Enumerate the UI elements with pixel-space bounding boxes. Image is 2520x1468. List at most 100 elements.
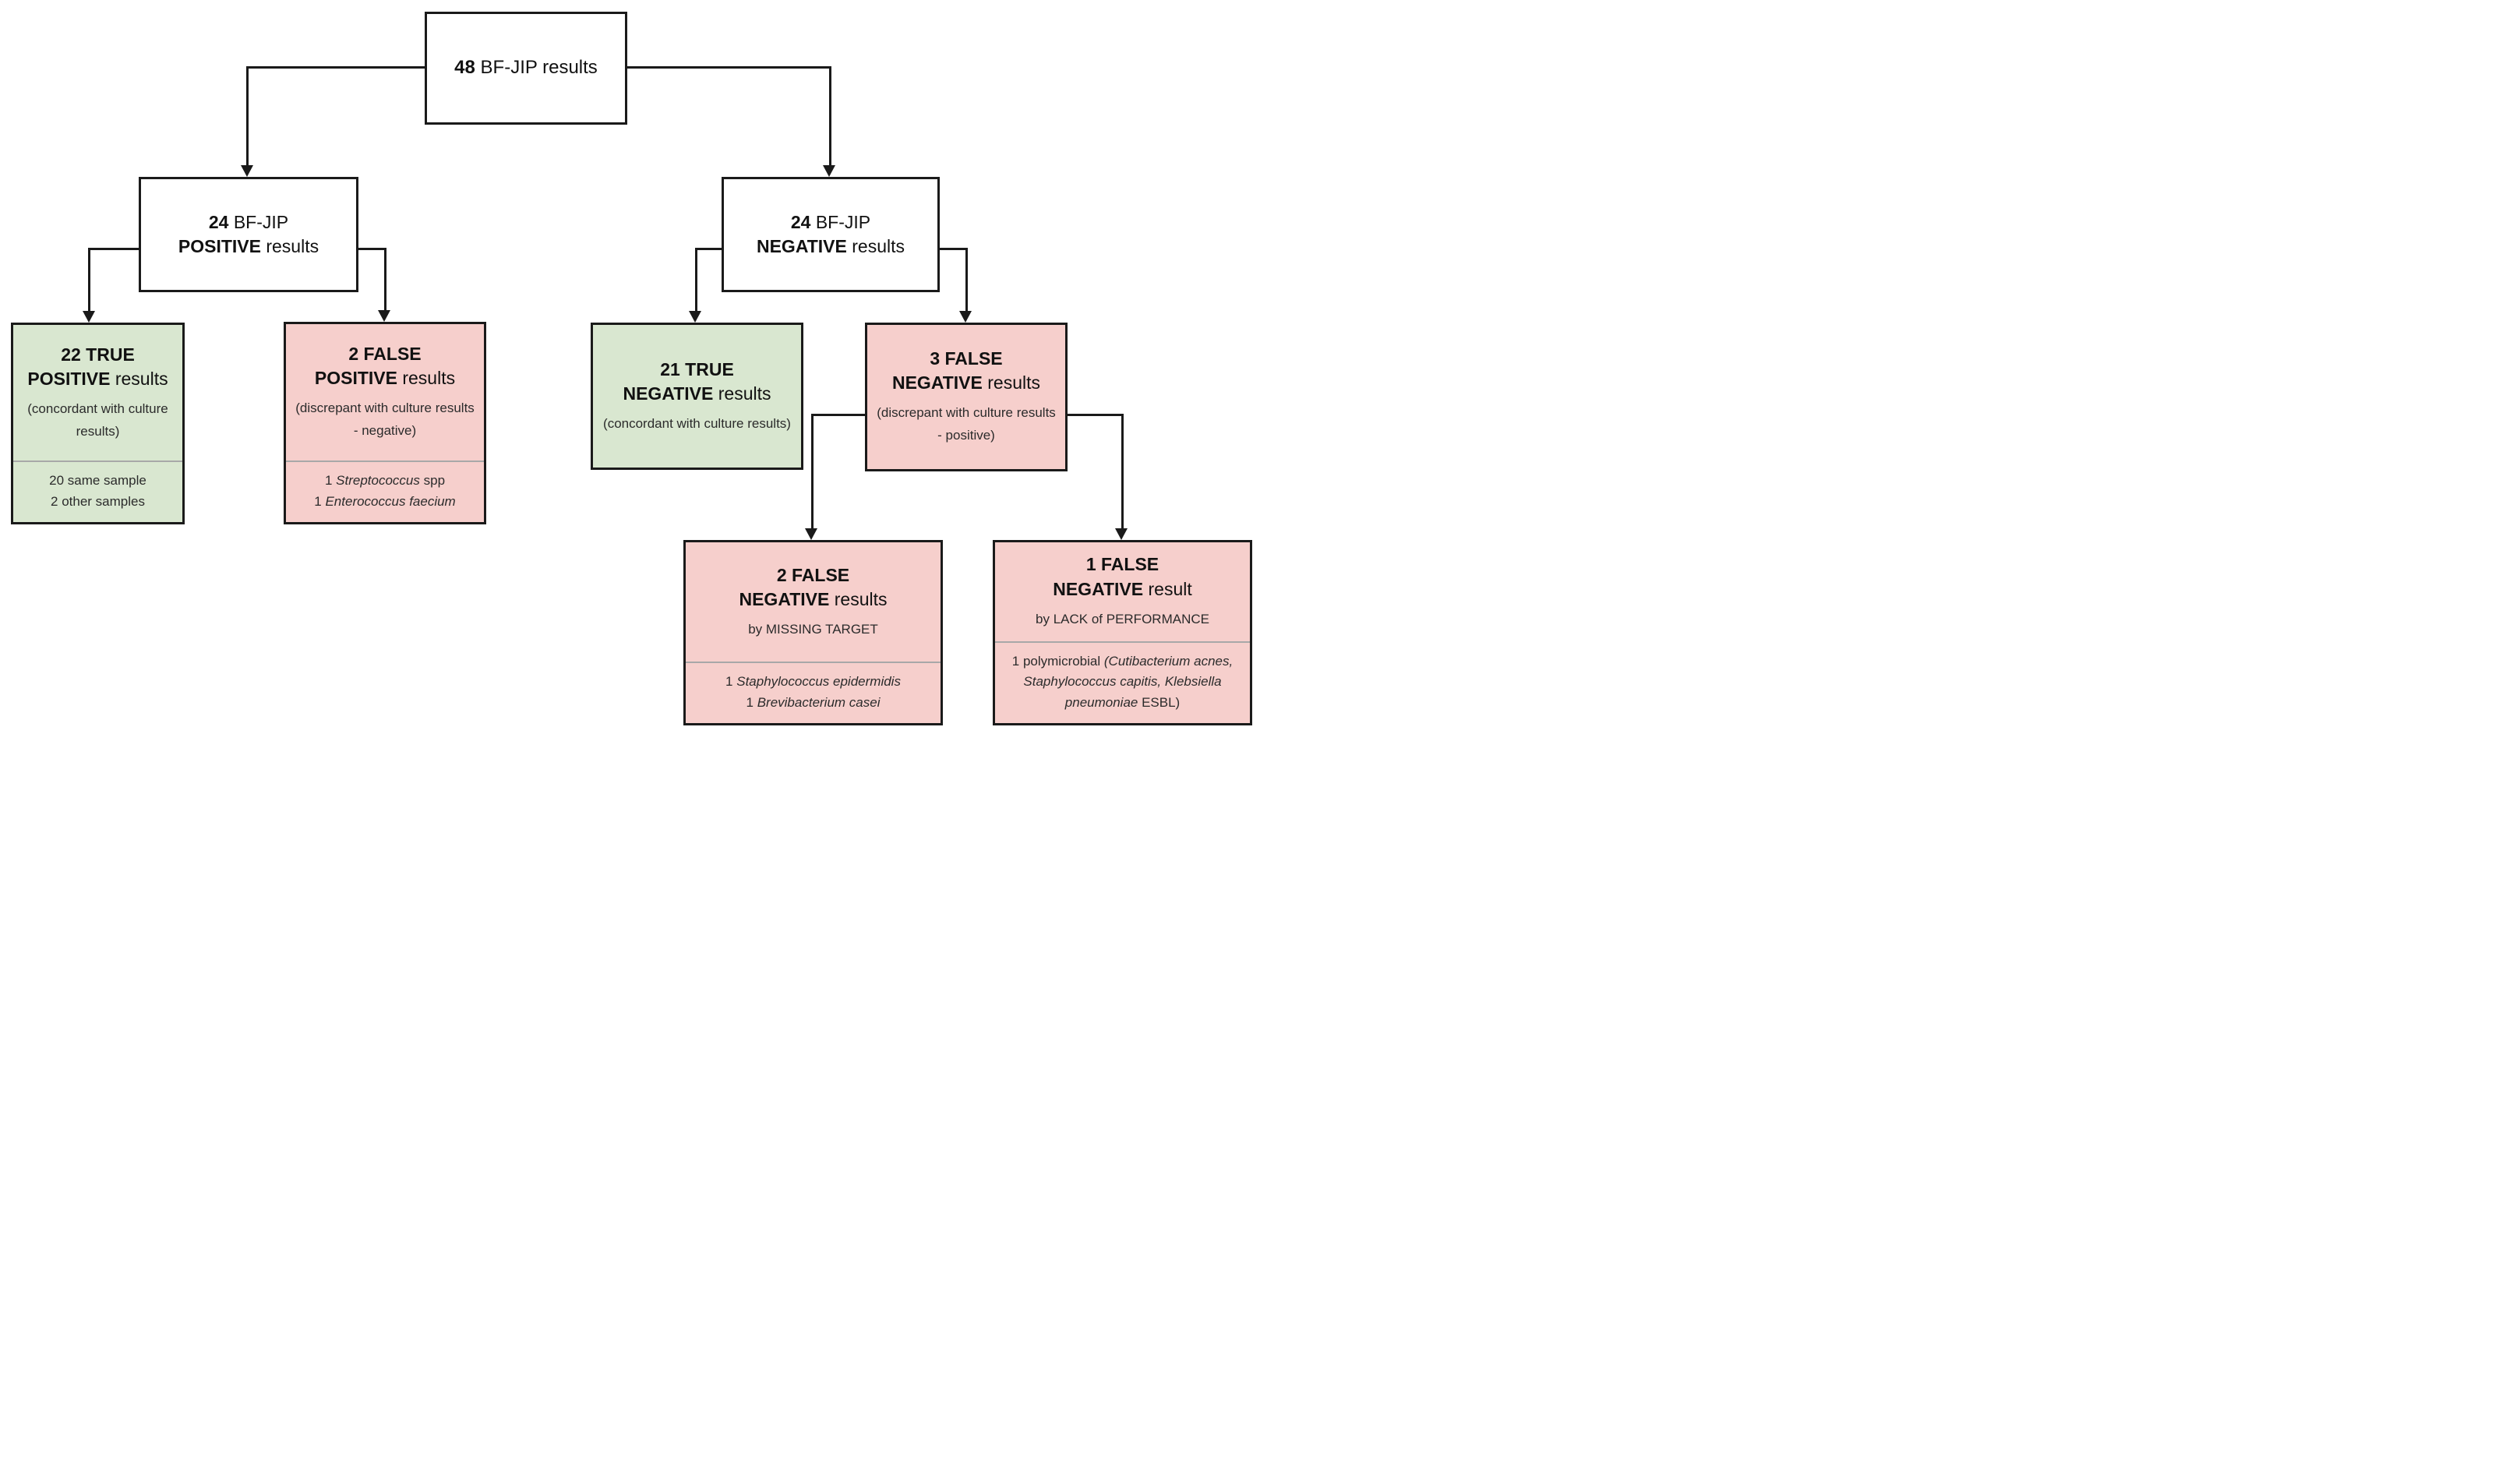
node-positive-label2: results xyxy=(260,236,319,256)
node-tp-subtitle: (concordant with culture results) xyxy=(27,401,168,439)
connector-fn-missing-h xyxy=(811,414,865,416)
list-item: 1 Enterococcus faecium xyxy=(314,493,456,509)
node-fn-lp-detail-list: 1 polymicrobial (Cutibacterium acnes, St… xyxy=(995,640,1250,723)
connector-positive-tp-h xyxy=(88,248,139,250)
node-fn-count: 3 FALSE xyxy=(930,348,1003,369)
connector-root-positive-v xyxy=(246,66,249,166)
node-fn-mt-subtitle: by MISSING TARGET xyxy=(748,621,878,637)
species-name: Streptococcus xyxy=(336,473,420,489)
list-item: 2 other samples xyxy=(51,493,145,509)
node-fn-lp-content: 1 FALSE NEGATIVE result by LACK of PERFO… xyxy=(995,542,1250,641)
node-fn-mt-content: 2 FALSE NEGATIVE results by MISSING TARG… xyxy=(686,542,941,662)
bfjip-results-flowchart: 48 BF-JIP results 24 BF-JIP POSITIVE res… xyxy=(0,0,1260,734)
node-fn-keyword: NEGATIVE xyxy=(891,372,983,393)
node-1-fn-lack-performance: 1 FALSE NEGATIVE result by LACK of PERFO… xyxy=(993,540,1252,725)
node-48-bfjip-results: 48 BF-JIP results xyxy=(425,12,627,125)
node-tp-keyword: POSITIVE xyxy=(27,368,111,389)
node-positive-content: 24 BF-JIP POSITIVE results xyxy=(141,179,356,290)
node-positive-title: 24 BF-JIP POSITIVE results xyxy=(147,210,350,259)
connector-root-negative-v xyxy=(829,66,831,166)
node-fp-count: 2 FALSE xyxy=(348,344,422,365)
node-fn-mt-label: results xyxy=(829,588,888,609)
node-fn-lp-count: 1 FALSE xyxy=(1085,554,1159,575)
arrowhead-positive-tp-icon xyxy=(83,311,95,323)
list-item: 1 Staphylococcus epidermidis xyxy=(725,674,901,690)
node-tp-count: 22 TRUE xyxy=(61,344,135,365)
connector-negative-fn-h xyxy=(940,248,968,250)
node-fn-mt-detail-list: 1 Staphylococcus epidermidis 1 Brevibact… xyxy=(686,662,941,723)
arrowhead-root-positive-icon xyxy=(241,165,253,177)
species-name: (Cutibacterium acnes, Staphylococcus cap… xyxy=(1023,653,1234,710)
node-negative-label2: results xyxy=(846,236,905,256)
node-22-true-positive: 22 TRUE POSITIVE results (concordant wit… xyxy=(11,323,185,524)
connector-fn-lack-v xyxy=(1121,414,1124,529)
node-3-false-negative: 3 FALSE NEGATIVE results (discrepant wit… xyxy=(865,323,1068,471)
node-fn-mt-title: 2 FALSE NEGATIVE results xyxy=(692,563,934,612)
node-tp-content: 22 TRUE POSITIVE results (concordant wit… xyxy=(13,325,182,461)
node-positive-count: 24 xyxy=(208,211,229,232)
species-name: Brevibacterium casei xyxy=(757,694,881,710)
arrowhead-root-negative-icon xyxy=(823,165,835,177)
node-fn-lp-subtitle: by LACK of PERFORMANCE xyxy=(1036,611,1209,626)
connector-positive-tp-v xyxy=(88,248,90,312)
connector-root-negative-h xyxy=(627,66,831,69)
node-fn-title: 3 FALSE NEGATIVE results xyxy=(874,347,1059,395)
connector-fn-missing-v xyxy=(811,414,814,529)
node-fn-mt-keyword: NEGATIVE xyxy=(739,588,830,609)
connector-positive-fp-v xyxy=(384,248,386,311)
node-negative-keyword: NEGATIVE xyxy=(756,236,847,256)
arrowhead-negative-fn-icon xyxy=(959,311,972,323)
node-24-bfjip-positive: 24 BF-JIP POSITIVE results xyxy=(139,177,358,292)
node-48-content: 48 BF-JIP results xyxy=(427,14,625,122)
list-item: 1 Streptococcus spp xyxy=(324,473,446,489)
arrowhead-fn-lack-icon xyxy=(1115,528,1128,540)
arrowhead-fn-missing-icon xyxy=(805,528,817,540)
node-tp-detail-list: 20 same sample 2 other samples xyxy=(13,461,182,522)
species-name: Enterococcus faecium xyxy=(325,493,456,509)
node-negative-count: 24 xyxy=(790,211,811,232)
node-fn-label: results xyxy=(982,372,1040,393)
node-fn-lp-label: result xyxy=(1143,578,1192,599)
node-positive-keyword: POSITIVE xyxy=(178,236,261,256)
node-fn-subtitle: (discrepant with culture results - posit… xyxy=(877,405,1056,443)
node-fp-subtitle: (discrepant with culture results - negat… xyxy=(295,401,475,439)
list-item: 1 Brevibacterium casei xyxy=(746,694,881,710)
node-fp-keyword: POSITIVE xyxy=(314,368,397,389)
node-tn-subtitle: (concordant with culture results) xyxy=(603,415,791,431)
connector-negative-tn-h xyxy=(695,248,722,250)
node-24-bfjip-negative: 24 BF-JIP NEGATIVE results xyxy=(722,177,940,292)
node-tp-title: 22 TRUE POSITIVE results xyxy=(19,343,176,391)
node-positive-label1: BF-JIP xyxy=(228,211,289,232)
connector-positive-fp-h xyxy=(358,248,386,250)
node-48-label: BF-JIP results xyxy=(475,57,598,79)
node-48-count: 48 xyxy=(454,57,475,79)
node-48-title: 48 BF-JIP results xyxy=(433,55,619,80)
node-fn-lp-keyword: NEGATIVE xyxy=(1053,578,1144,599)
connector-root-positive-h xyxy=(246,66,425,69)
node-fp-detail-list: 1 Streptococcus spp 1 Enterococcus faeci… xyxy=(286,461,484,522)
node-negative-label1: BF-JIP xyxy=(810,211,871,232)
node-negative-content: 24 BF-JIP NEGATIVE results xyxy=(724,179,937,290)
node-tn-label: results xyxy=(713,383,771,404)
node-2-false-positive: 2 FALSE POSITIVE results (discrepant wit… xyxy=(284,322,486,524)
node-tn-keyword: NEGATIVE xyxy=(623,383,714,404)
node-fn-lp-title: 1 FALSE NEGATIVE result xyxy=(1001,552,1244,601)
arrowhead-negative-tn-icon xyxy=(689,311,701,323)
list-item: 1 polymicrobial (Cutibacterium acnes, St… xyxy=(1011,653,1234,710)
node-tn-content: 21 TRUE NEGATIVE results (concordant wit… xyxy=(593,325,801,468)
connector-fn-lack-h xyxy=(1068,414,1124,416)
node-21-true-negative: 21 TRUE NEGATIVE results (concordant wit… xyxy=(591,323,803,470)
connector-negative-fn-v xyxy=(965,248,968,312)
arrowhead-positive-fp-icon xyxy=(378,310,390,322)
node-2-fn-missing-target: 2 FALSE NEGATIVE results by MISSING TARG… xyxy=(683,540,943,725)
connector-negative-tn-v xyxy=(695,248,697,312)
species-name: Staphylococcus epidermidis xyxy=(736,674,901,690)
node-fp-title: 2 FALSE POSITIVE results xyxy=(292,342,478,390)
node-negative-title: 24 BF-JIP NEGATIVE results xyxy=(730,210,931,259)
node-fn-mt-count: 2 FALSE xyxy=(776,564,850,585)
node-tn-count: 21 TRUE xyxy=(660,358,734,379)
node-tp-label: results xyxy=(110,368,168,389)
node-tn-title: 21 TRUE NEGATIVE results xyxy=(599,358,795,406)
node-fp-content: 2 FALSE POSITIVE results (discrepant wit… xyxy=(286,324,484,461)
node-fp-label: results xyxy=(397,368,456,389)
